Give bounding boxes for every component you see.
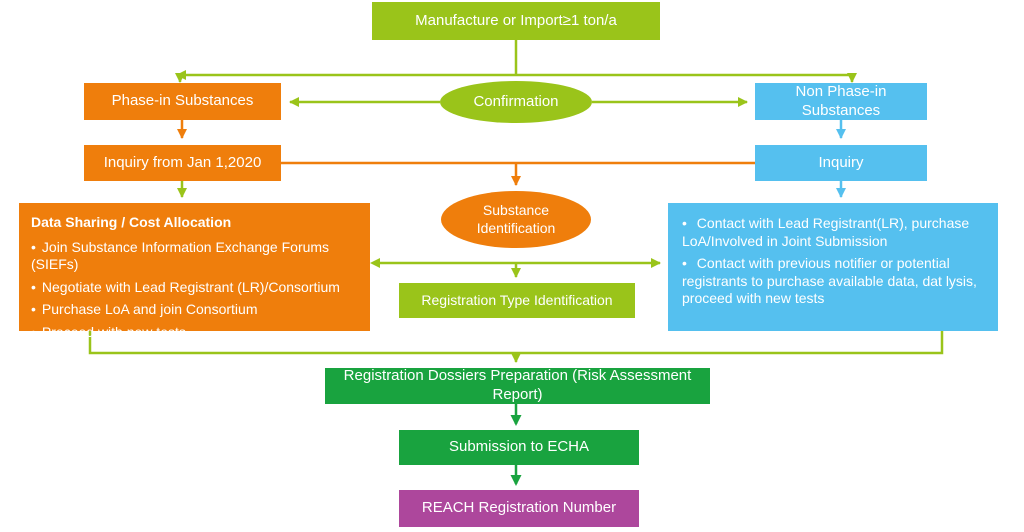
node-label: Submission to ECHA (448, 438, 590, 456)
node-submission-to-echa[interactable]: Submission to ECHA (399, 430, 639, 465)
node-substance-identification[interactable]: Substance Identification (441, 191, 591, 248)
list-item: Join Substance Information Exchange Foru… (31, 239, 358, 274)
list-item: Contact with Lead Registrant(LR), purcha… (682, 215, 984, 250)
node-data-sharing-cost-allocation[interactable]: Data Sharing / Cost Allocation Join Subs… (19, 203, 370, 340)
contact-bullet-list: Contact with Lead Registrant(LR), purcha… (682, 215, 984, 308)
node-registration-dossiers-preparation[interactable]: Registration Dossiers Preparation (Risk … (325, 367, 710, 404)
node-label: Inquiry from Jan 1,2020 (103, 153, 262, 171)
node-reach-registration-number[interactable]: REACH Registration Number (399, 490, 639, 527)
list-item: Proceed with new tests (31, 324, 358, 342)
node-label: Manufacture or Import≥1 ton/a (415, 11, 617, 29)
node-manufacture-or-import[interactable]: Manufacture or Import≥1 ton/a (372, 2, 660, 40)
data-sharing-title: Data Sharing / Cost Allocation (31, 214, 232, 230)
list-item-cont: registrants to purchase available data, … (682, 272, 977, 289)
node-phase-in-substances[interactable]: Phase-in Substances (84, 83, 281, 120)
list-item: Contact with previous notifier or potent… (682, 255, 984, 308)
node-label: REACH Registration Number (421, 499, 617, 517)
list-item-head: Contact with previous notifier or potent… (696, 255, 950, 271)
node-non-phase-in-substances[interactable]: Non Phase-in Substances (755, 83, 927, 120)
list-item-cont2: proceed with new tests (682, 290, 825, 306)
node-inquiry[interactable]: Inquiry (755, 145, 927, 181)
node-contact-lead-registrant[interactable]: Contact with Lead Registrant(LR), purcha… (668, 203, 998, 331)
node-label-line1: Substance (482, 202, 550, 218)
data-sharing-bullet-list: Join Substance Information Exchange Foru… (31, 239, 358, 342)
list-item: Purchase LoA and join Consortium (31, 301, 358, 319)
list-item-head: Contact with Lead Registrant(LR), purcha… (696, 215, 970, 231)
node-label: Confirmation (473, 92, 559, 110)
node-label: Registration Dossiers Preparation (Risk … (343, 367, 692, 403)
node-label: Registration Type Identification (421, 291, 613, 308)
node-registration-type-identification[interactable]: Registration Type Identification (399, 283, 635, 318)
node-label-line2: Identification (476, 219, 556, 236)
node-label: Non Phase-in Substances (795, 82, 887, 119)
node-label: Phase-in Substances (111, 92, 254, 110)
node-confirmation[interactable]: Confirmation (440, 81, 592, 123)
node-label: Inquiry (818, 153, 864, 171)
node-inquiry-from-jan-2020[interactable]: Inquiry from Jan 1,2020 (84, 145, 281, 181)
list-item-cont: LoA/Involved in Joint Submission (682, 232, 888, 249)
list-item: Negotiate with Lead Registrant (LR)/Cons… (31, 279, 358, 297)
